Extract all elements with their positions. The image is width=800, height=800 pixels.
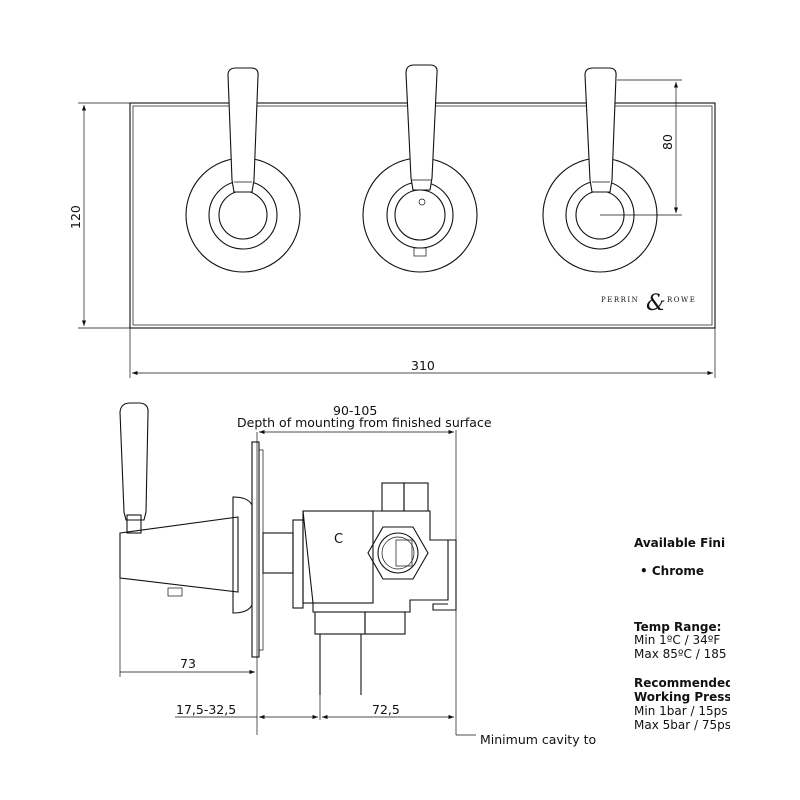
finishes-heading: Available Fini: [634, 537, 726, 550]
cavity-note: Minimum cavity to: [480, 732, 596, 747]
front-view: PERRIN & ROWE 120 310 80: [68, 64, 716, 378]
control-left: [185, 67, 301, 273]
pressure-heading-1: Recommended: [634, 677, 730, 690]
brand-logo: PERRIN & ROWE: [601, 291, 696, 316]
dim-width: 310: [411, 358, 435, 373]
temp-heading: Temp Range:: [634, 621, 722, 634]
lever-handle: [227, 67, 259, 193]
dim-body: 72,5: [372, 702, 400, 717]
svg-text:ROWE: ROWE: [667, 296, 696, 304]
dim-depth: 90-105: [333, 403, 377, 418]
body-mark: C: [334, 532, 343, 547]
control-right: [542, 67, 658, 273]
pressure-heading-2: Working Press: [634, 691, 730, 704]
pressure-max: Max 5bar / 75ps: [634, 719, 730, 732]
temp-min: Min 1ºC / 34ºF: [634, 634, 721, 647]
control-middle: [362, 64, 478, 273]
finish-item: • Chrome: [640, 565, 705, 578]
dim-height: 120: [68, 205, 83, 229]
pressure-min: Min 1bar / 15ps: [634, 705, 728, 718]
svg-text:PERRIN: PERRIN: [601, 296, 639, 304]
dim-wall-range: 17,5-32,5: [176, 702, 236, 717]
dim-handle-projection: 73: [180, 656, 196, 671]
depth-caption: Depth of mounting from finished surface: [237, 415, 492, 430]
dim-lever-height: 80: [660, 134, 675, 150]
side-view: C 90-105 Depth of mounting from finished…: [119, 402, 596, 747]
side-lever-handle: [119, 402, 149, 521]
temp-max: Max 85ºC / 185: [634, 648, 727, 661]
lever-handle: [405, 64, 438, 191]
svg-text:&: &: [646, 291, 666, 316]
wall-plate: [251, 441, 260, 658]
lever-handle: [584, 67, 617, 193]
